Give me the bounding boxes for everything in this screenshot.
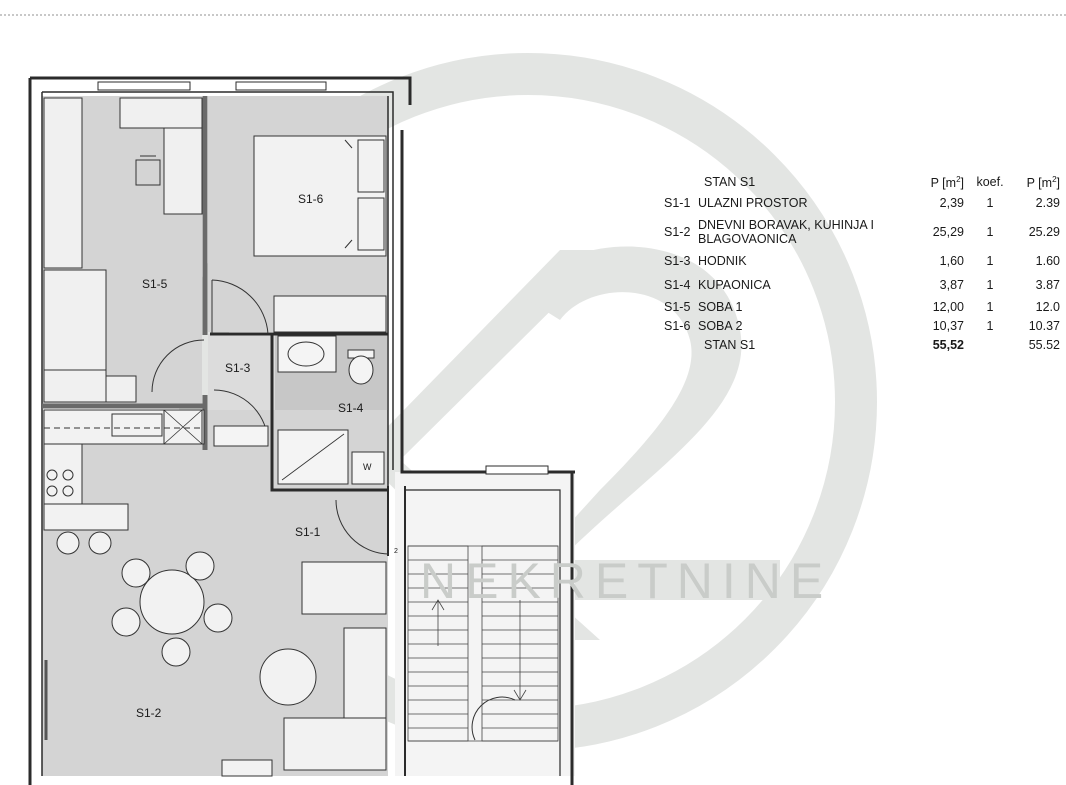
room-label-s1-6: S1-6	[298, 192, 324, 206]
table-row: S1-2 DNEVNI BORAVAK, KUHINJA I BLAGOVAON…	[664, 215, 1060, 249]
washer-label: W	[363, 462, 372, 472]
room-label-s1-2: S1-2	[136, 706, 162, 720]
table-header-row: STAN S1 P [m2] koef. P [m2]	[664, 172, 1060, 191]
room-koef: 1	[986, 254, 994, 268]
table-row: S1-6 SOBA 2 10,37 1 10.37	[664, 316, 1060, 335]
room-total: 1.60	[1035, 254, 1060, 268]
room-code: S1-5	[664, 299, 691, 314]
col-area-header: P [m2]	[930, 174, 964, 191]
table-row: S1-5 SOBA 1 12,00 1 12.0	[664, 297, 1060, 316]
room-name: HODNIK	[698, 254, 747, 268]
room-area: 3,87	[939, 278, 964, 292]
table-title: STAN S1	[704, 174, 756, 189]
room-code: S1-2	[664, 225, 691, 239]
stair-number: 2	[394, 548, 398, 555]
table-row: S1-1 ULAZNI PROSTOR 2,39 1 2.39	[664, 191, 1060, 215]
room-label-s1-5: S1-5	[142, 277, 168, 291]
room-total: 12.0	[1035, 299, 1060, 314]
total-area: 55,52	[932, 337, 964, 352]
room-koef: 1	[986, 196, 994, 210]
room-total: 3.87	[1035, 278, 1060, 292]
top-dotted-border	[0, 14, 1066, 16]
room-name: DNEVNI BORAVAK, KUHINJA I BLAGOVAONICA	[698, 218, 874, 246]
room-koef: 1	[986, 225, 994, 239]
room-area: 25,29	[932, 225, 964, 239]
room-area: 10,37	[932, 318, 964, 333]
room-name: ULAZNI PROSTOR	[698, 196, 808, 210]
area-table: STAN S1 P [m2] koef. P [m2] S1-1 ULAZNI …	[664, 172, 1060, 354]
room-code: S1-1	[664, 196, 691, 210]
room-area: 12,00	[932, 299, 964, 314]
room-code: S1-4	[664, 278, 691, 292]
room-label-s1-1: S1-1	[295, 525, 321, 539]
room-area: 2,39	[939, 196, 964, 210]
table-row: S1-4 KUPAONICA 3,87 1 3.87	[664, 273, 1060, 297]
room-total: 2.39	[1035, 196, 1060, 210]
total-name: STAN S1	[704, 337, 756, 352]
room-koef: 1	[986, 318, 994, 333]
room-label-s1-3: S1-3	[225, 361, 251, 375]
col-koef-header: koef.	[976, 174, 1004, 189]
room-name: KUPAONICA	[698, 278, 771, 292]
table-row: S1-3 HODNIK 1,60 1 1.60	[664, 249, 1060, 273]
room-area: 1,60	[939, 254, 964, 268]
room-koef: 1	[986, 299, 994, 314]
watermark-text: NEKRETNINE	[420, 553, 833, 609]
room-code: S1-6	[664, 318, 691, 333]
room-total: 10.37	[1028, 318, 1060, 333]
room-label-s1-4: S1-4	[338, 401, 364, 415]
room-total: 25.29	[1028, 225, 1060, 239]
total-total: 55.52	[1028, 337, 1060, 352]
room-code: S1-3	[664, 254, 691, 268]
room-koef: 1	[986, 278, 994, 292]
room-name: SOBA 1	[698, 299, 743, 314]
table-total-row: STAN S1 55,52 55.52	[664, 335, 1060, 354]
room-name: SOBA 2	[698, 318, 743, 333]
col-total-header: P [m2]	[1026, 174, 1060, 191]
